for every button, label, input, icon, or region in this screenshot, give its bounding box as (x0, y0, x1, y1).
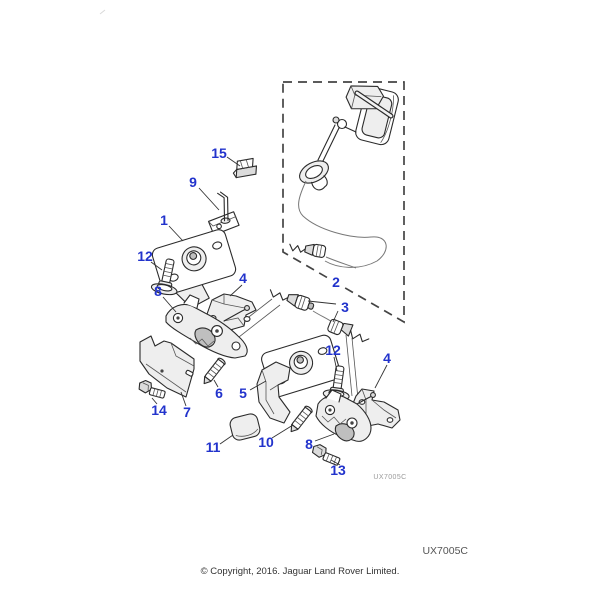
leader-lines (150, 156, 388, 466)
callout-12-left: 12 (137, 248, 153, 264)
bonnet-latch-right (315, 389, 376, 442)
rivet-plug-left (150, 258, 178, 296)
copyright-text: © Copyright, 2016. Jaguar Land Rover Lim… (200, 566, 400, 577)
callout-15: 15 (211, 145, 227, 161)
cable-end-inner (289, 243, 327, 258)
striker-plate-1 (151, 229, 237, 309)
ribbed-stud-10 (290, 405, 313, 433)
callout-8-left: 8 (154, 283, 162, 299)
callout-5: 5 (239, 385, 247, 401)
callout-8-right: 8 (305, 436, 313, 452)
hex-bolt-13 (311, 444, 341, 466)
bonnet-latch-left (165, 294, 250, 359)
callout-13: 13 (330, 462, 346, 478)
rubber-pad (229, 413, 261, 441)
callout-1: 1 (160, 212, 168, 228)
callout-10: 10 (258, 434, 274, 450)
diagram-code: UX7005C (422, 545, 468, 557)
stray-mark (99, 9, 106, 15)
hex-bolt-14 (138, 379, 166, 399)
cable-end-fitting-lower (327, 318, 370, 343)
callout-4-upper: 4 (239, 270, 247, 286)
cable-end-fitting-upper (269, 289, 315, 311)
callout-9: 9 (189, 174, 197, 190)
callout-11: 11 (206, 439, 221, 455)
cable-grommet (299, 160, 329, 191)
callout-12-right: 12 (325, 342, 341, 358)
callout-7: 7 (183, 404, 191, 420)
clip (232, 157, 258, 179)
cable-link (312, 310, 333, 323)
pin-bracket (207, 191, 240, 236)
ribbed-stud-6 (203, 357, 226, 385)
diagram-code-inline: UX7005C (373, 474, 406, 481)
callout-14: 14 (151, 402, 167, 418)
callout-6: 6 (215, 385, 223, 401)
callout-2: 2 (332, 274, 340, 290)
bonnet-release-handle (289, 85, 399, 269)
callout-3: 3 (341, 299, 349, 315)
support-assembly-5 (256, 334, 341, 424)
callout-4-right: 4 (383, 350, 391, 366)
latch-cover (139, 335, 195, 398)
callout-2-backing (328, 273, 344, 290)
dashed-detail-box (282, 81, 405, 324)
callout-labels: 1 2 3 4 4 5 6 7 8 8 9 10 11 12 12 13 14 … (137, 145, 391, 478)
